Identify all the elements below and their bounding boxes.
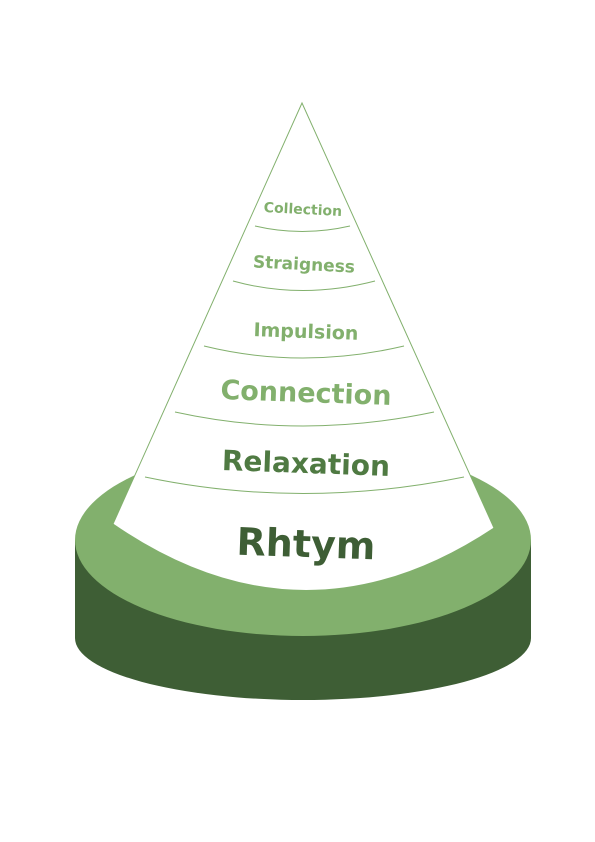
level-label-impulsion: Impulsion	[253, 319, 359, 345]
level-divider-3	[203, 345, 405, 359]
level-label-relaxation: Relaxation	[221, 444, 390, 483]
level-divider-1	[254, 225, 351, 232]
level-label-rhtym: Rhtym	[236, 520, 376, 569]
level-divider-4	[174, 411, 435, 427]
level-divider-2	[232, 280, 376, 291]
cone-body	[112, 101, 495, 591]
level-label-connection: Connection	[220, 375, 392, 412]
level-label-collection: Collection	[263, 200, 342, 220]
level-divider-5	[144, 476, 465, 494]
